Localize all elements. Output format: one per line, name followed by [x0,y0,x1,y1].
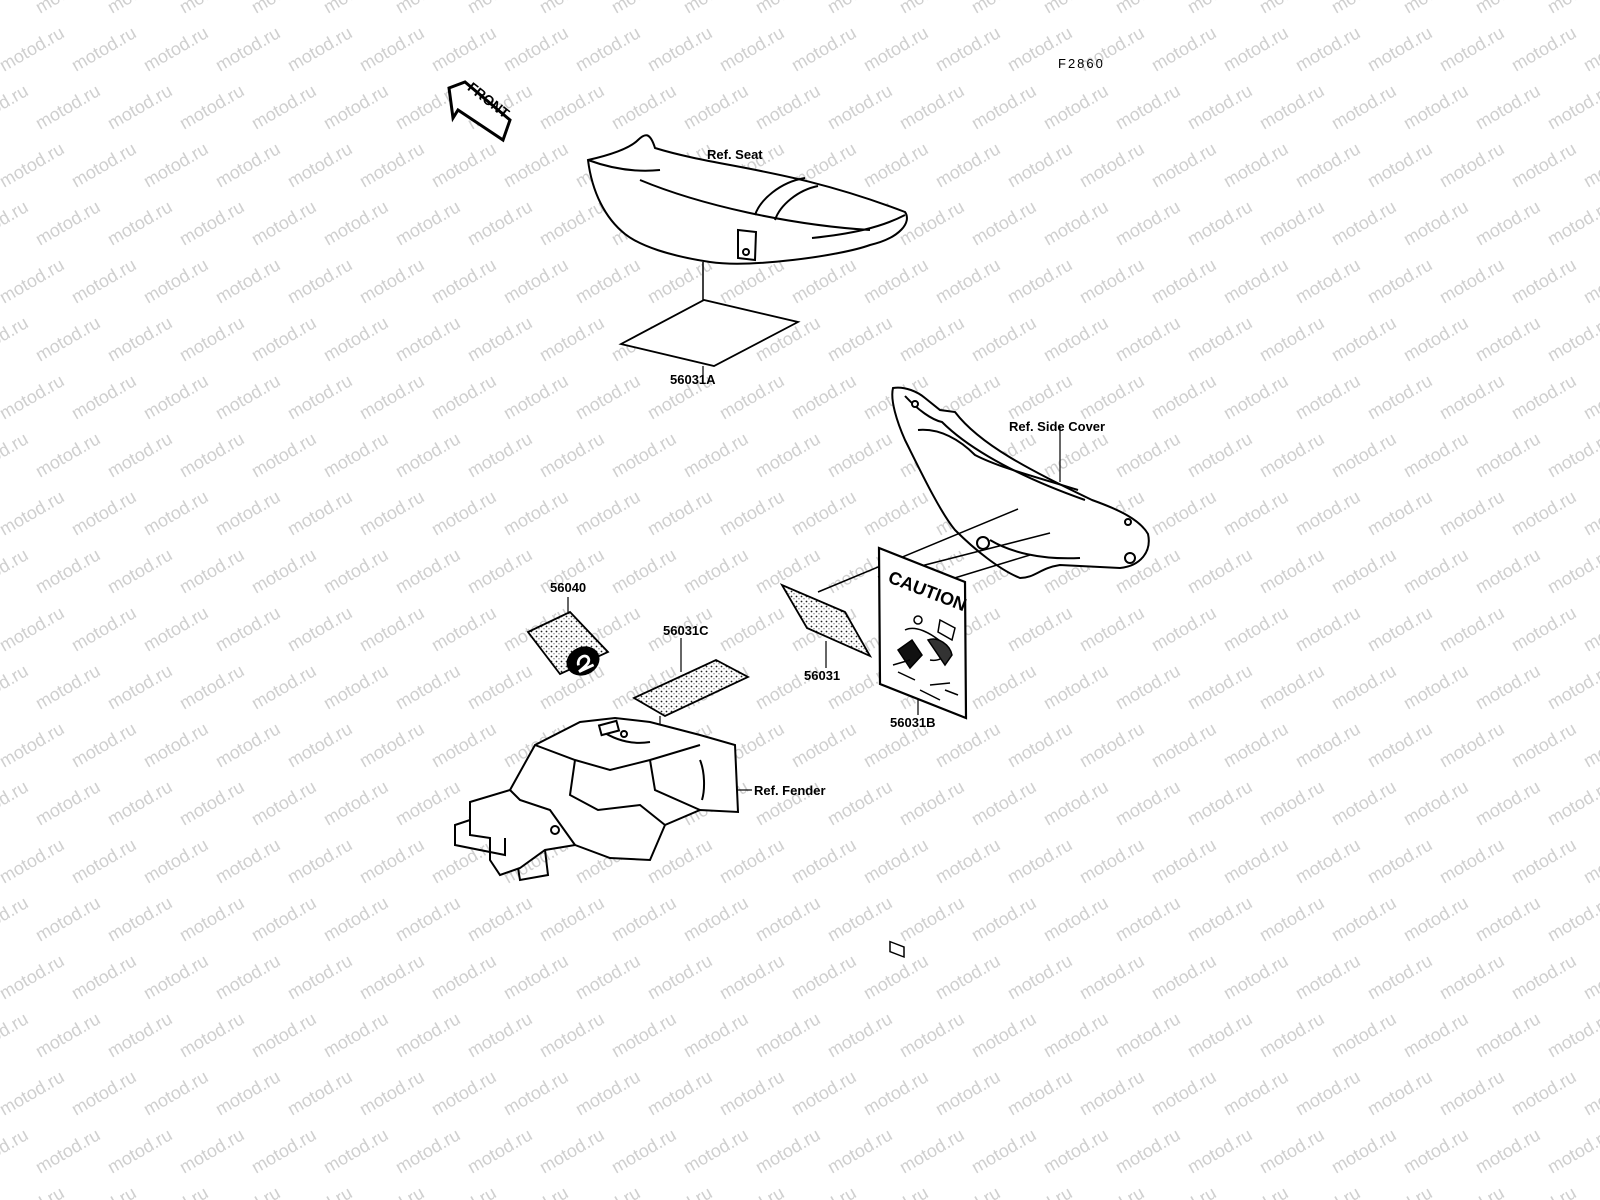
label-56040: 56040 [550,580,587,595]
decal-56031A [618,299,801,367]
decal-56040 [526,610,610,676]
label-56031: 56031 [804,668,841,683]
label-ref-seat: Ref. Seat [707,147,763,162]
label-ref-fender: Ref. Fender [754,783,826,798]
label-56031A: 56031A [670,372,716,387]
figure-number: F2860 [1058,56,1105,71]
label-56031B: 56031B [890,715,936,730]
decal-56031B-caution: CAUTION [877,546,969,959]
label-ref-side-cover: Ref. Side Cover [1009,419,1106,434]
decal-56031 [779,583,873,658]
decal-56031C [632,658,751,718]
seat-drawing [586,134,908,265]
front-arrow: FRONT [447,79,513,143]
label-56031C: 56031C [663,623,709,638]
side-cover-drawing [891,386,1150,580]
fender-drawing [454,716,740,882]
